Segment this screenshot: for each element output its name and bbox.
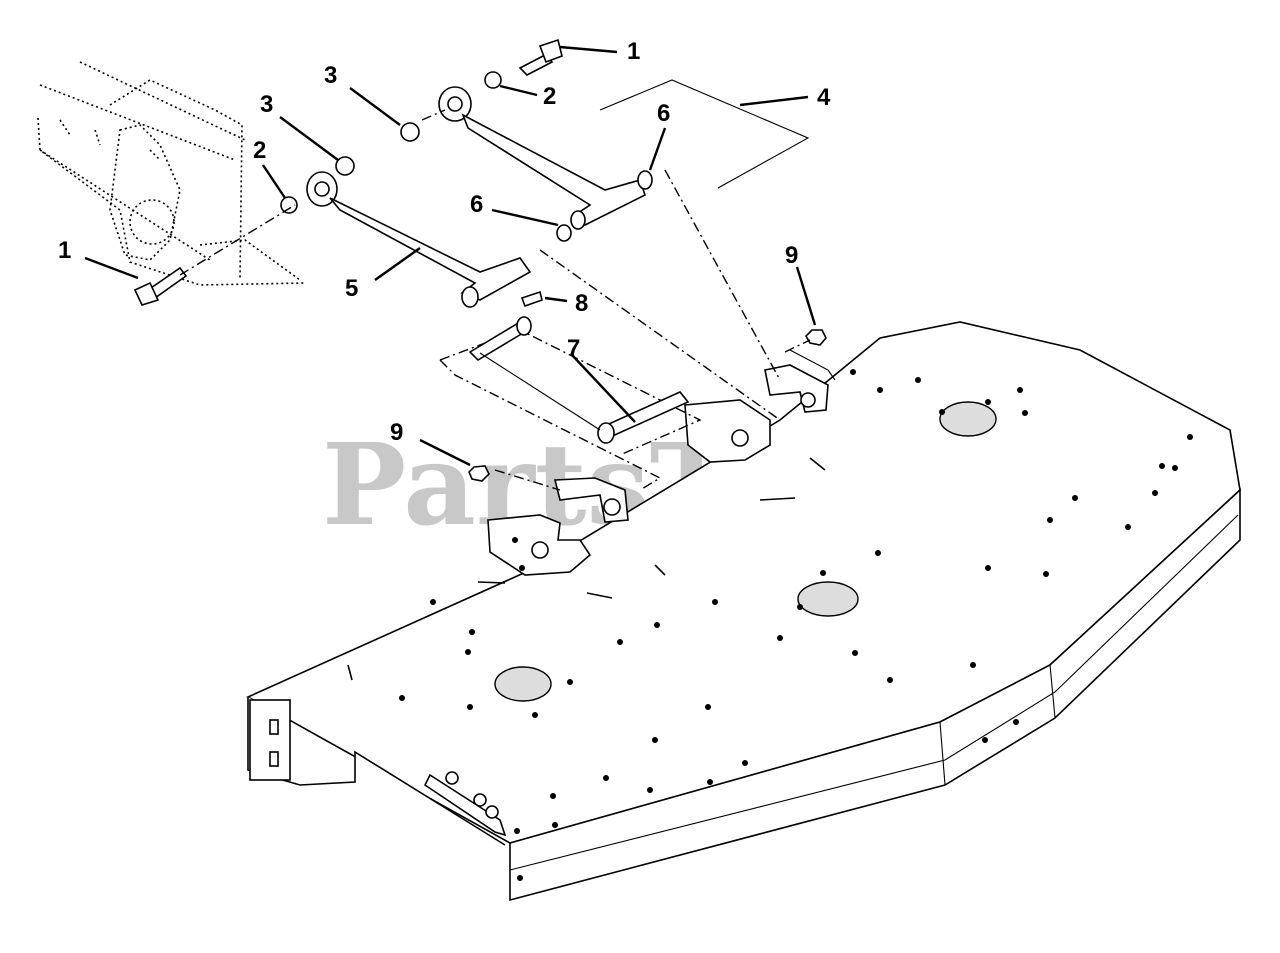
bolt-small [520, 290, 543, 308]
alignment-lines [179, 109, 811, 491]
callout-9-right: 9 [785, 242, 798, 269]
callout-1-upper: 1 [627, 38, 640, 65]
callout-9-left: 9 [390, 419, 403, 446]
callout-7: 7 [567, 335, 580, 362]
callout-8: 8 [575, 290, 588, 317]
callout-2-lower: 2 [253, 137, 266, 164]
bolt-lower [133, 266, 188, 306]
callout-3-upper: 3 [324, 62, 337, 89]
deck-bracket-left [487, 477, 629, 576]
callout-5: 5 [345, 275, 358, 302]
nut-right [805, 329, 827, 346]
callout-1-lower: 1 [58, 237, 71, 264]
lift-arm-upper [400, 71, 653, 242]
lift-arm-lower [280, 156, 532, 308]
callout-labels: 1 2 3 3 2 1 4 5 6 6 7 8 9 9 [58, 38, 831, 446]
callout-2-upper: 2 [543, 83, 556, 110]
nut-left [468, 465, 490, 482]
rod-assembly [439, 316, 702, 491]
tractor-frame [37, 61, 306, 286]
callout-6-upper: 6 [657, 100, 670, 127]
mower-deck [246, 321, 1241, 902]
callout-6-lower: 6 [470, 191, 483, 218]
callout-4: 4 [817, 84, 831, 111]
part-4-outline [599, 79, 810, 189]
leader-lines [84, 45, 817, 467]
callout-3-lower: 3 [260, 91, 273, 118]
deck-bracket-right [684, 349, 836, 463]
bolt-upper [518, 38, 563, 76]
